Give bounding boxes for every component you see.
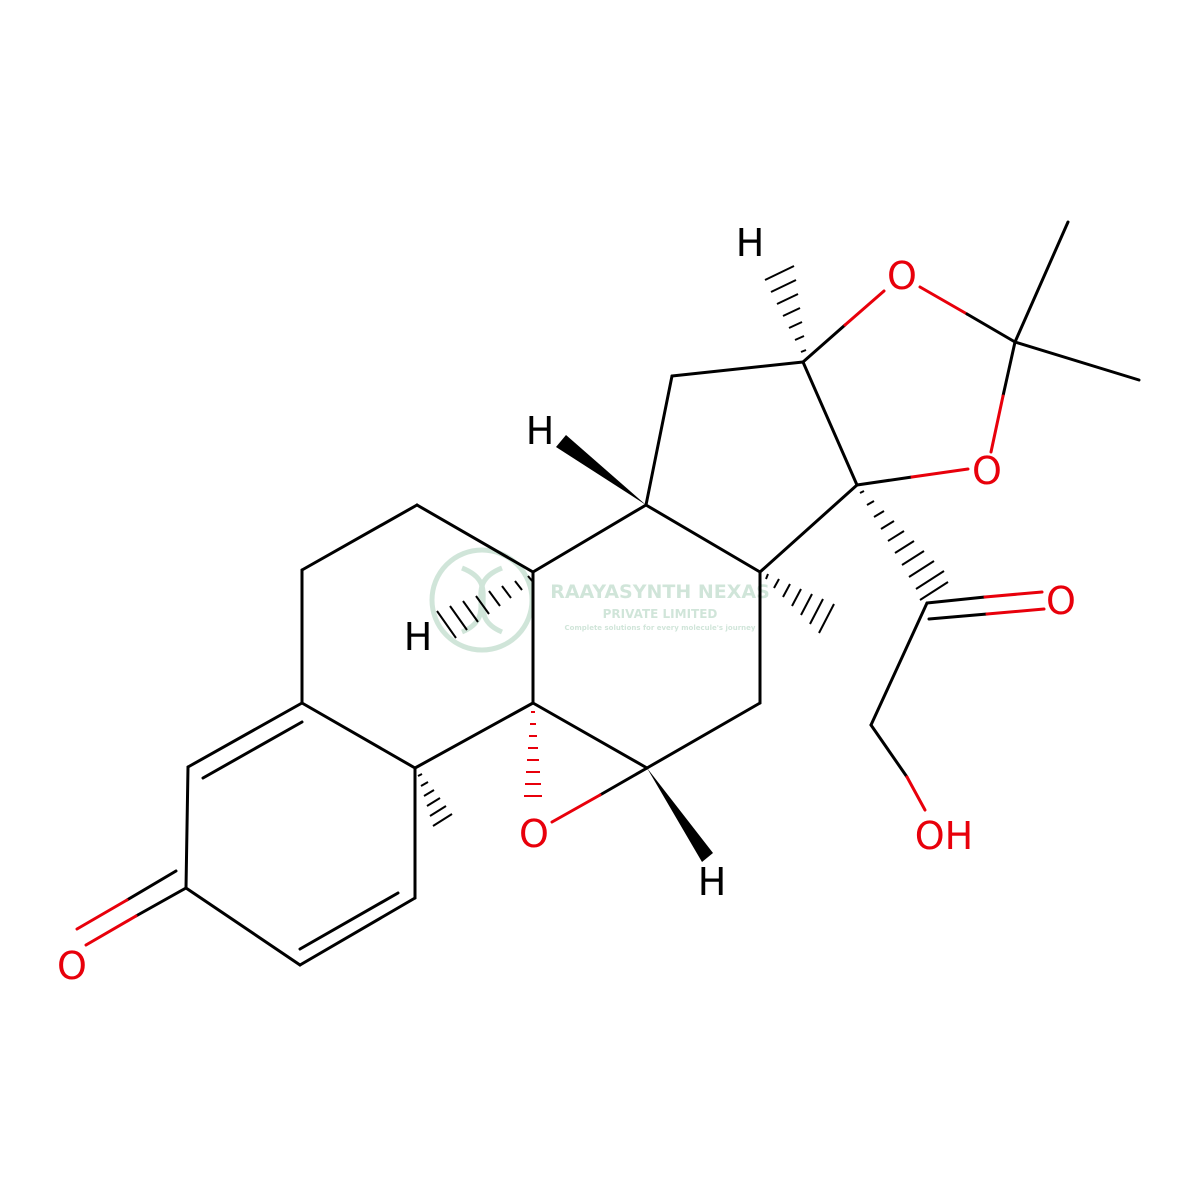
bond-oxygen	[843, 289, 886, 327]
bond	[598, 766, 649, 797]
bond-oxygen	[983, 590, 1044, 599]
bond	[125, 869, 178, 902]
bond-methyl	[1013, 340, 1141, 382]
atom-o-ketone: O	[57, 944, 87, 988]
atom-o-side-ketone: O	[1046, 579, 1076, 623]
bond	[531, 701, 649, 770]
bond	[855, 475, 914, 487]
bond-oxygen	[985, 607, 1046, 616]
wedge-bond-h14	[556, 435, 646, 505]
atom-h-c16: H	[736, 221, 765, 265]
bond	[925, 595, 987, 605]
bond	[869, 723, 909, 779]
bond	[644, 503, 762, 574]
bond	[300, 503, 419, 572]
wedge-bond-h11	[647, 768, 713, 862]
watermark-company: RAAYASYNTH NEXAS	[550, 581, 770, 603]
bond	[298, 896, 417, 967]
bond	[927, 612, 989, 621]
hashed-bond-c8-h	[436, 575, 534, 639]
bond	[645, 701, 762, 770]
bond	[644, 374, 674, 507]
bond-oxygen	[75, 898, 129, 931]
bond-methyl	[1013, 220, 1070, 344]
bond-oxygen	[84, 914, 138, 947]
hashed-bond-c9-epoxide	[524, 711, 542, 797]
bond	[184, 765, 190, 890]
bond	[300, 701, 417, 770]
bond-oxygen	[905, 775, 927, 812]
bond-double-inner	[201, 720, 304, 780]
bond	[186, 701, 304, 769]
bond	[801, 360, 859, 487]
hashed-bond-c17-sidechain	[859, 490, 949, 601]
bond	[134, 886, 188, 918]
bond-oxygen	[910, 467, 970, 479]
hashed-bond-c13-methyl	[765, 573, 835, 634]
bond-double-inner	[298, 891, 400, 951]
bond	[758, 483, 859, 574]
bond	[965, 312, 1017, 344]
watermark-tagline: Complete solutions for every molecule's …	[565, 624, 756, 632]
atom-o-dioxolane-lower: O	[972, 449, 1002, 493]
bond	[413, 701, 535, 770]
bond	[531, 503, 648, 574]
hashed-bond-c10-methyl	[417, 773, 453, 827]
bond	[801, 323, 847, 364]
watermark: RAAYASYNTH NEXAS PRIVATE LIMITED Complet…	[429, 547, 770, 653]
bond-oxygen	[918, 285, 969, 316]
atom-h-c8: H	[404, 615, 433, 659]
hashed-bond-c16-h	[764, 265, 807, 353]
bond-oxygen	[550, 793, 602, 824]
bond	[415, 503, 535, 574]
bond	[869, 601, 929, 727]
atom-h-c14: H	[526, 409, 555, 453]
atom-oh-hydroxyl: OH	[915, 814, 973, 858]
bond-oxygen	[989, 394, 1005, 454]
watermark-subtitle: PRIVATE LIMITED	[603, 607, 718, 621]
atom-o-dioxolane-upper: O	[887, 254, 917, 298]
bond	[670, 360, 805, 378]
bond	[184, 886, 302, 967]
bond	[1001, 340, 1017, 398]
atom-o-epoxide: O	[519, 812, 549, 856]
atom-h-c11: H	[698, 860, 727, 904]
